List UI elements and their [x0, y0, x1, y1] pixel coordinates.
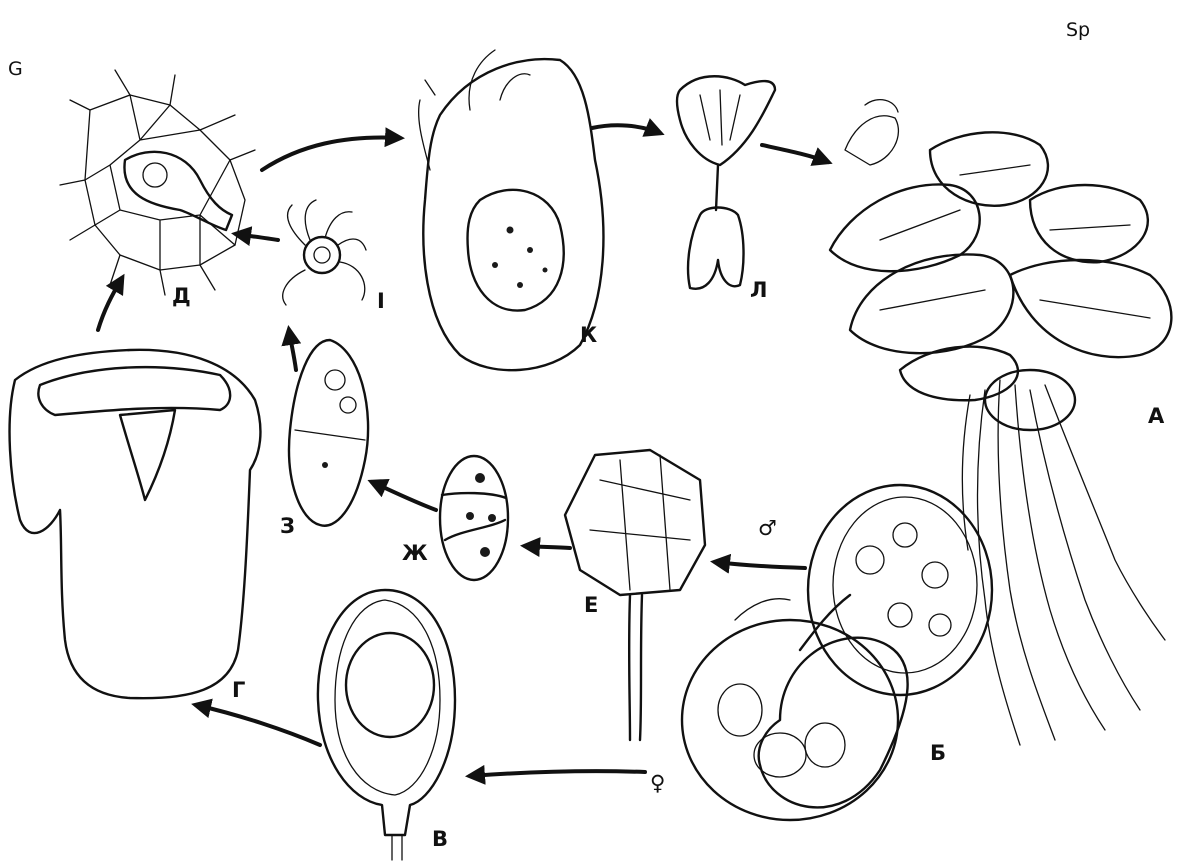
arrow-d-to-k [262, 137, 400, 170]
stage-zh-microspore [440, 456, 508, 580]
arrow-i-to-d [236, 234, 278, 240]
stage-b-sporocarps [682, 485, 992, 820]
stage-label-l: Л [750, 278, 767, 302]
male-symbol: ♂ [758, 516, 777, 540]
stage-l-young-sporophyte [677, 76, 775, 289]
stage-label-a: А [1148, 404, 1165, 428]
stage-label-b: Б [930, 741, 946, 765]
sporophyte-label: Sp [1066, 19, 1090, 41]
stage-v-megaspore [318, 590, 455, 860]
stage-i-spermatozoid [283, 200, 366, 305]
roots [962, 380, 1165, 745]
stage-z-antheridium [289, 340, 368, 526]
arrow-b-to-v [470, 771, 645, 776]
stage-label-i: І [377, 289, 385, 313]
arrow-e-to-zh [525, 546, 570, 548]
stage-label-d: Д [172, 284, 191, 308]
stage-label-k: К [580, 323, 597, 347]
arrow-l-to-a [762, 145, 828, 162]
arrow-g-to-d [98, 278, 122, 330]
female-symbol: ♀ [650, 771, 665, 795]
gametophyte-label: G [8, 58, 23, 80]
arrow-z-to-i [289, 330, 296, 370]
arrow-zh-to-z [372, 482, 436, 510]
fronds [830, 100, 1171, 401]
stage-d-archegonium [60, 70, 255, 295]
stage-label-v: В [432, 827, 448, 851]
stage-a-sporophyte-plant [830, 100, 1171, 745]
arrow-v-to-g [196, 705, 320, 745]
stage-label-e: Е [584, 593, 598, 617]
stage-label-z: З [280, 514, 295, 538]
stage-g-megagametophyte [10, 350, 261, 698]
stage-k-embryo [419, 50, 604, 370]
stage-label-g: Г [232, 678, 245, 702]
arrow-b-to-e [715, 562, 805, 568]
stage-label-zh: Ж [402, 541, 428, 565]
arrow-k-to-l [592, 125, 660, 133]
